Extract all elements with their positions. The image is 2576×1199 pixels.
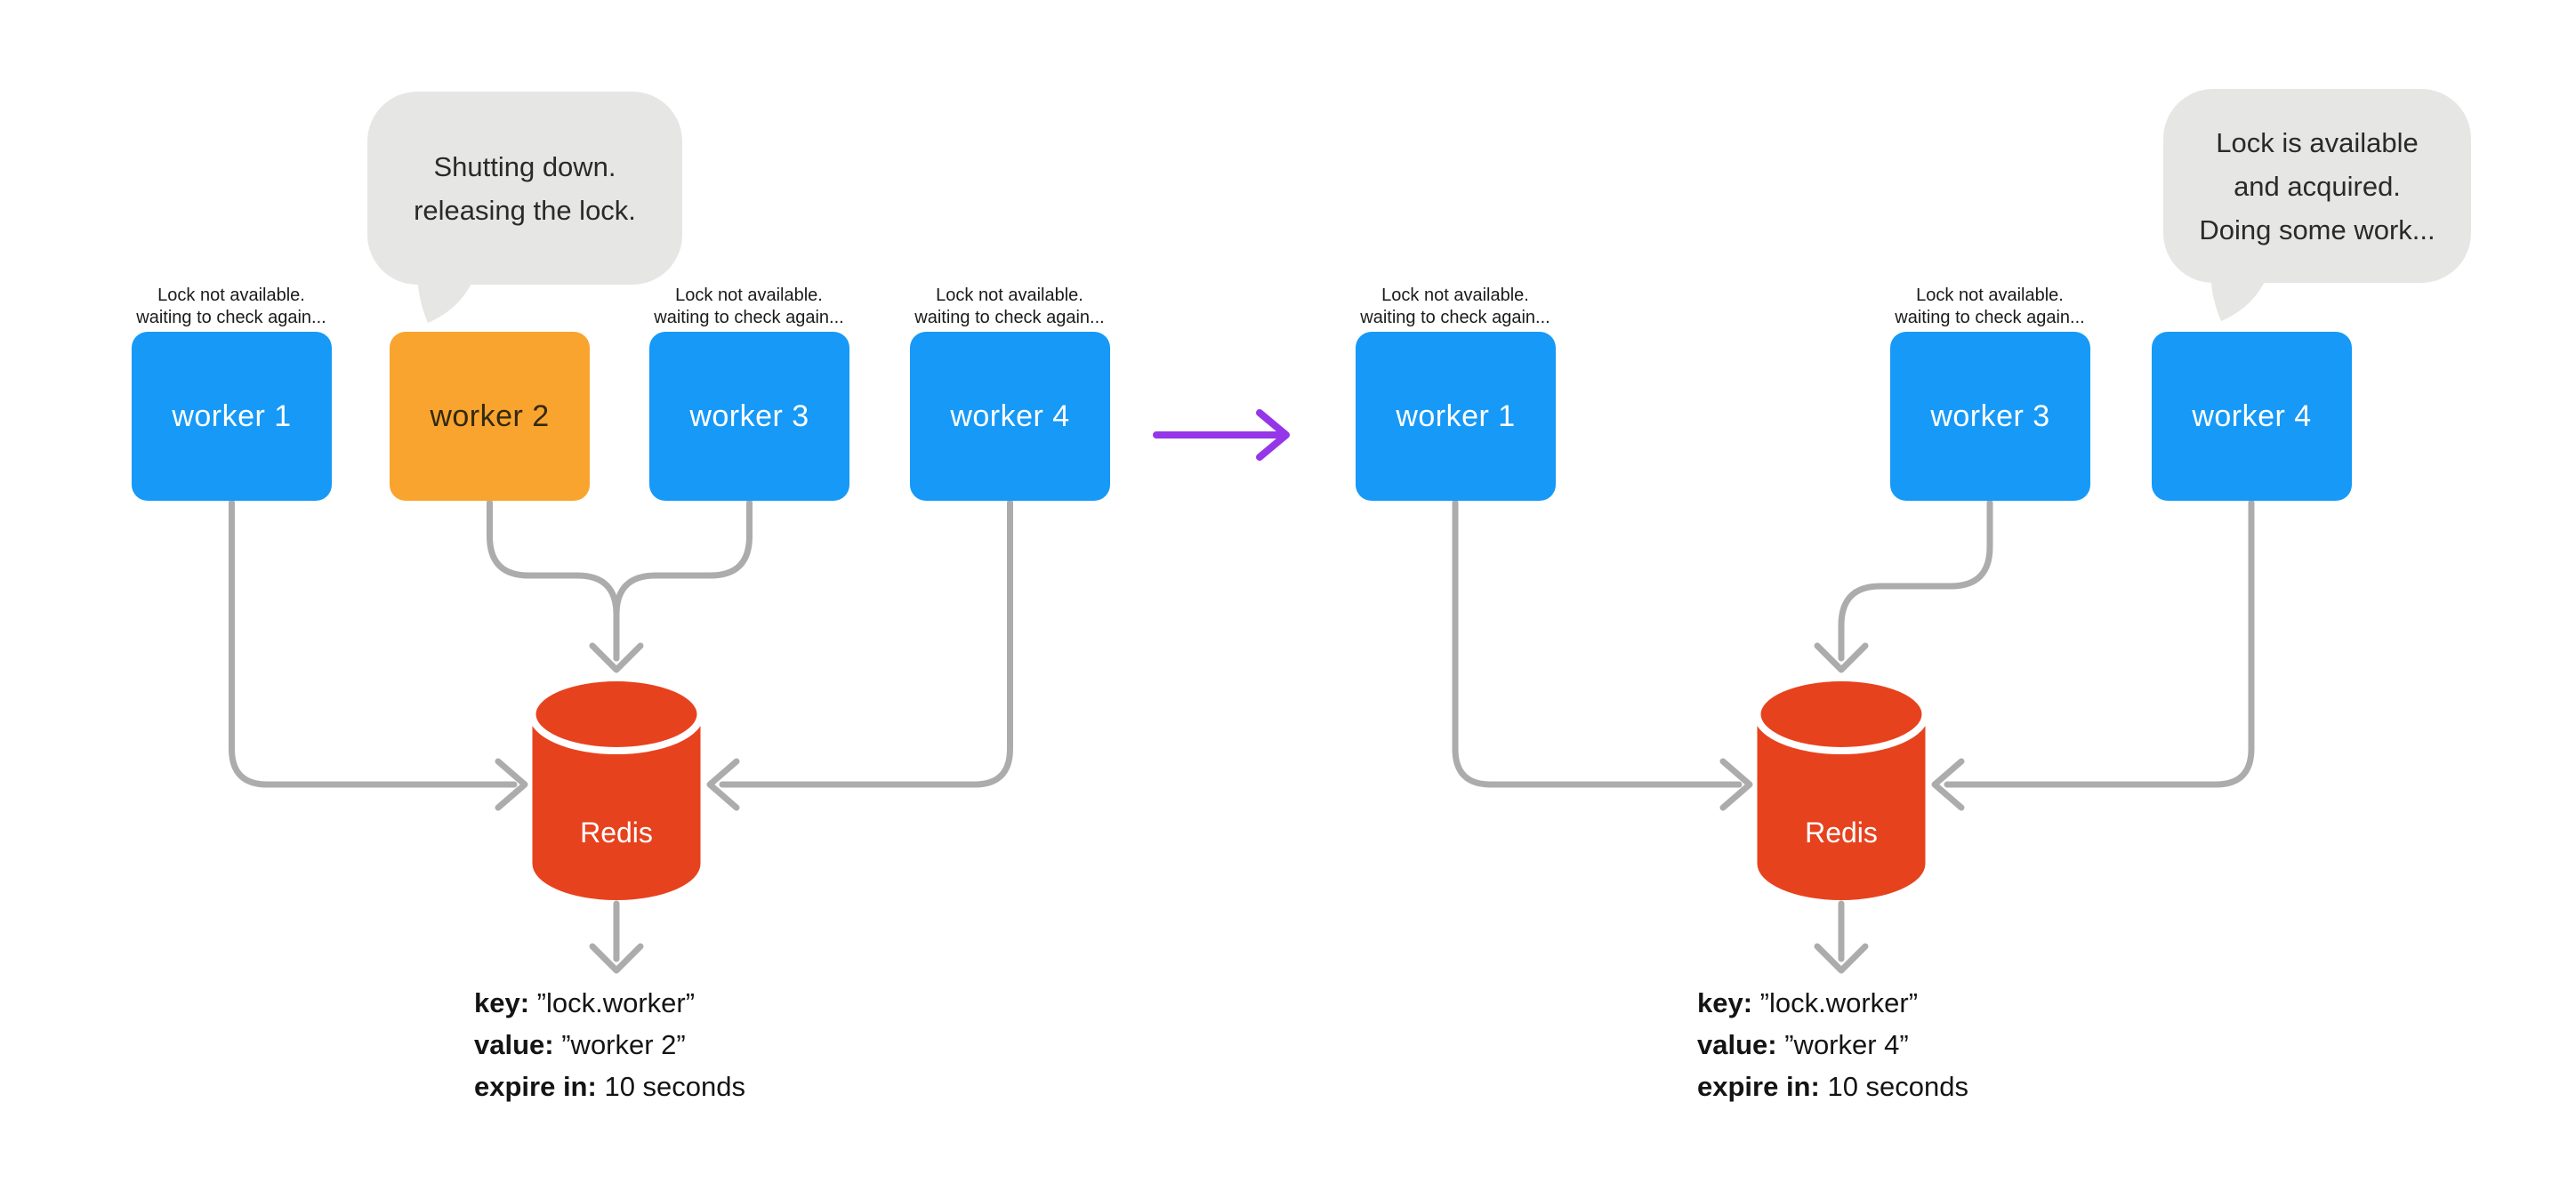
connector-right-worker1-to-redis <box>1452 499 1753 811</box>
right-worker3-box: worker 3 <box>1890 332 2090 501</box>
worker-label: worker 2 <box>430 398 550 433</box>
left-worker3-box: worker 3 <box>649 332 849 501</box>
left-worker4-status-caption: Lock not available. waiting to check aga… <box>914 286 1105 327</box>
connector-left-worker4-to-redis <box>706 499 1013 811</box>
connector-left-worker2-merge <box>487 499 620 662</box>
redis-database-icon: Redis <box>1753 674 1929 900</box>
record-expire-line: expire in: 10 seconds <box>1697 1071 1969 1102</box>
worker-label: worker 3 <box>1930 398 2050 433</box>
right-worker1-box: worker 1 <box>1356 332 1556 501</box>
connector-left-worker1-to-redis <box>229 499 528 811</box>
right-worker1-status-caption: Lock not available. waiting to check aga… <box>1360 286 1550 327</box>
worker-label: worker 4 <box>2192 398 2312 433</box>
left-lock-record: key: ”lock.worker” value: ”worker 2” exp… <box>474 982 745 1107</box>
left-worker1-status-caption: Lock not available. waiting to check aga… <box>136 286 326 327</box>
right-worker4-box: worker 4 <box>2152 332 2352 501</box>
right-speech-bubble: Lock is available and acquired. Doing so… <box>2163 89 2471 283</box>
redis-label: Redis <box>580 817 653 849</box>
record-value-line: value: ”worker 4” <box>1697 1029 1909 1060</box>
connector-right-worker4-to-redis <box>1931 499 2255 811</box>
connector-left-worker3-merge <box>589 499 753 673</box>
record-key-line: key: ”lock.worker” <box>474 987 696 1018</box>
worker-label: worker 1 <box>172 398 292 433</box>
worker-label: worker 1 <box>1396 398 1516 433</box>
left-worker4-box: worker 4 <box>910 332 1110 501</box>
right-lock-record: key: ”lock.worker” value: ”worker 4” exp… <box>1697 982 1968 1107</box>
worker-label: worker 4 <box>950 398 1070 433</box>
connector-left-redis-to-record <box>589 900 644 974</box>
connector-right-redis-to-record <box>1814 900 1869 974</box>
redis-database-icon: Redis <box>528 674 704 900</box>
left-worker2-box: worker 2 <box>390 332 590 501</box>
transition-arrow <box>1153 409 1290 461</box>
record-expire-line: expire in: 10 seconds <box>474 1071 746 1102</box>
left-speech-bubble: Shutting down. releasing the lock. <box>367 92 682 285</box>
left-worker1-box: worker 1 <box>132 332 332 501</box>
connector-right-worker3-to-redis <box>1814 499 1993 673</box>
worker-label: worker 3 <box>689 398 809 433</box>
record-value-line: value: ”worker 2” <box>474 1029 686 1060</box>
record-key-line: key: ”lock.worker” <box>1697 987 1919 1018</box>
right-worker3-status-caption: Lock not available. waiting to check aga… <box>1895 286 2085 327</box>
redis-label: Redis <box>1805 817 1878 849</box>
left-worker3-status-caption: Lock not available. waiting to check aga… <box>654 286 844 327</box>
